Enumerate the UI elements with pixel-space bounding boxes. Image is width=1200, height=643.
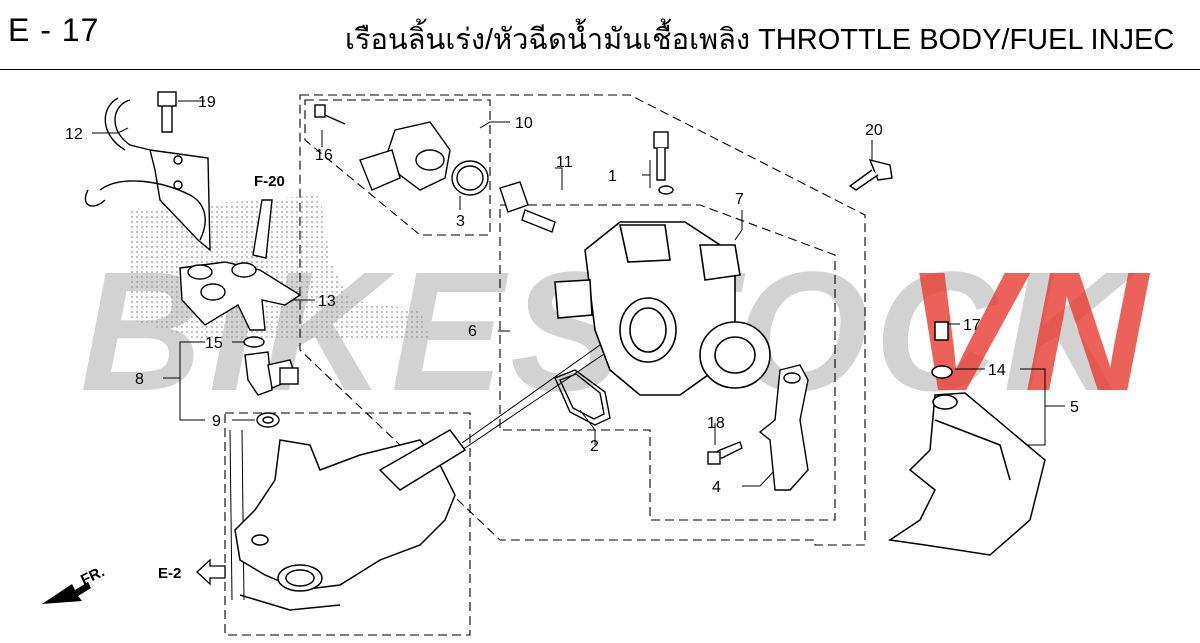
part-injector — [243, 336, 299, 428]
section-code: E - 17 — [8, 12, 100, 48]
callout-labels: 1 2 3 4 5 6 7 8 9 10 11 12 13 14 15 16 1… — [65, 94, 1079, 496]
callout-10: 10 — [515, 115, 533, 132]
part-idle-screw — [451, 160, 556, 233]
header-rule — [0, 69, 1200, 70]
part-throttle-body — [554, 221, 771, 396]
callout-6: 6 — [468, 323, 477, 340]
part-bolt-20 — [848, 158, 893, 191]
part-throttle-sensor — [314, 104, 451, 191]
reference-arrow-e2: E-2 — [158, 558, 226, 586]
assembly-outlines — [224, 94, 866, 636]
callout-17: 17 — [963, 317, 981, 334]
callout-8: 8 — [135, 371, 144, 388]
callout-4: 4 — [712, 479, 721, 496]
callout-19: 19 — [198, 94, 216, 111]
callout-9: 9 — [212, 413, 221, 430]
callout-2: 2 — [590, 438, 599, 455]
callout-11: 11 — [556, 154, 573, 171]
outline-sensor-group — [304, 99, 491, 236]
callout-18: 18 — [707, 415, 725, 432]
callout-15: 15 — [205, 335, 223, 352]
page-header: E - 17 เรือนลิ้นเร่ง/หัวฉีดน้ำมันเชื้อเพ… — [0, 0, 1200, 70]
callout-5: 5 — [1070, 399, 1079, 416]
callout-3: 3 — [456, 213, 465, 230]
front-label: FR. — [78, 563, 107, 589]
callout-14: 14 — [988, 362, 1006, 379]
outline-throttle-body — [499, 204, 836, 521]
callout-7: 7 — [735, 191, 744, 208]
callout-12: 12 — [65, 126, 83, 143]
outline-intake-pipe — [224, 412, 471, 636]
callout-16: 16 — [315, 147, 333, 164]
front-arrow-icon: FR. — [42, 563, 107, 604]
part-cover — [887, 321, 1046, 556]
part-bracket — [707, 364, 809, 491]
reference-label-e2: E-2 — [158, 565, 181, 582]
callout-1: 1 — [608, 168, 617, 185]
callout-13: 13 — [318, 293, 336, 310]
part-harness-stay — [84, 91, 211, 252]
parts-diagram: BIKESTOCK VN — [42, 91, 1147, 636]
part-injector-holder — [179, 199, 302, 331]
callout-20: 20 — [865, 122, 883, 139]
reference-label-f20: F-20 — [254, 173, 285, 190]
part-intake-pipe — [234, 429, 467, 611]
section-title: เรือนลิ้นเร่ง/หัวฉีดน้ำมันเชื้อเพลิง THR… — [345, 24, 1175, 56]
part-bolt-1 — [653, 131, 674, 195]
part-gasket — [554, 369, 611, 426]
